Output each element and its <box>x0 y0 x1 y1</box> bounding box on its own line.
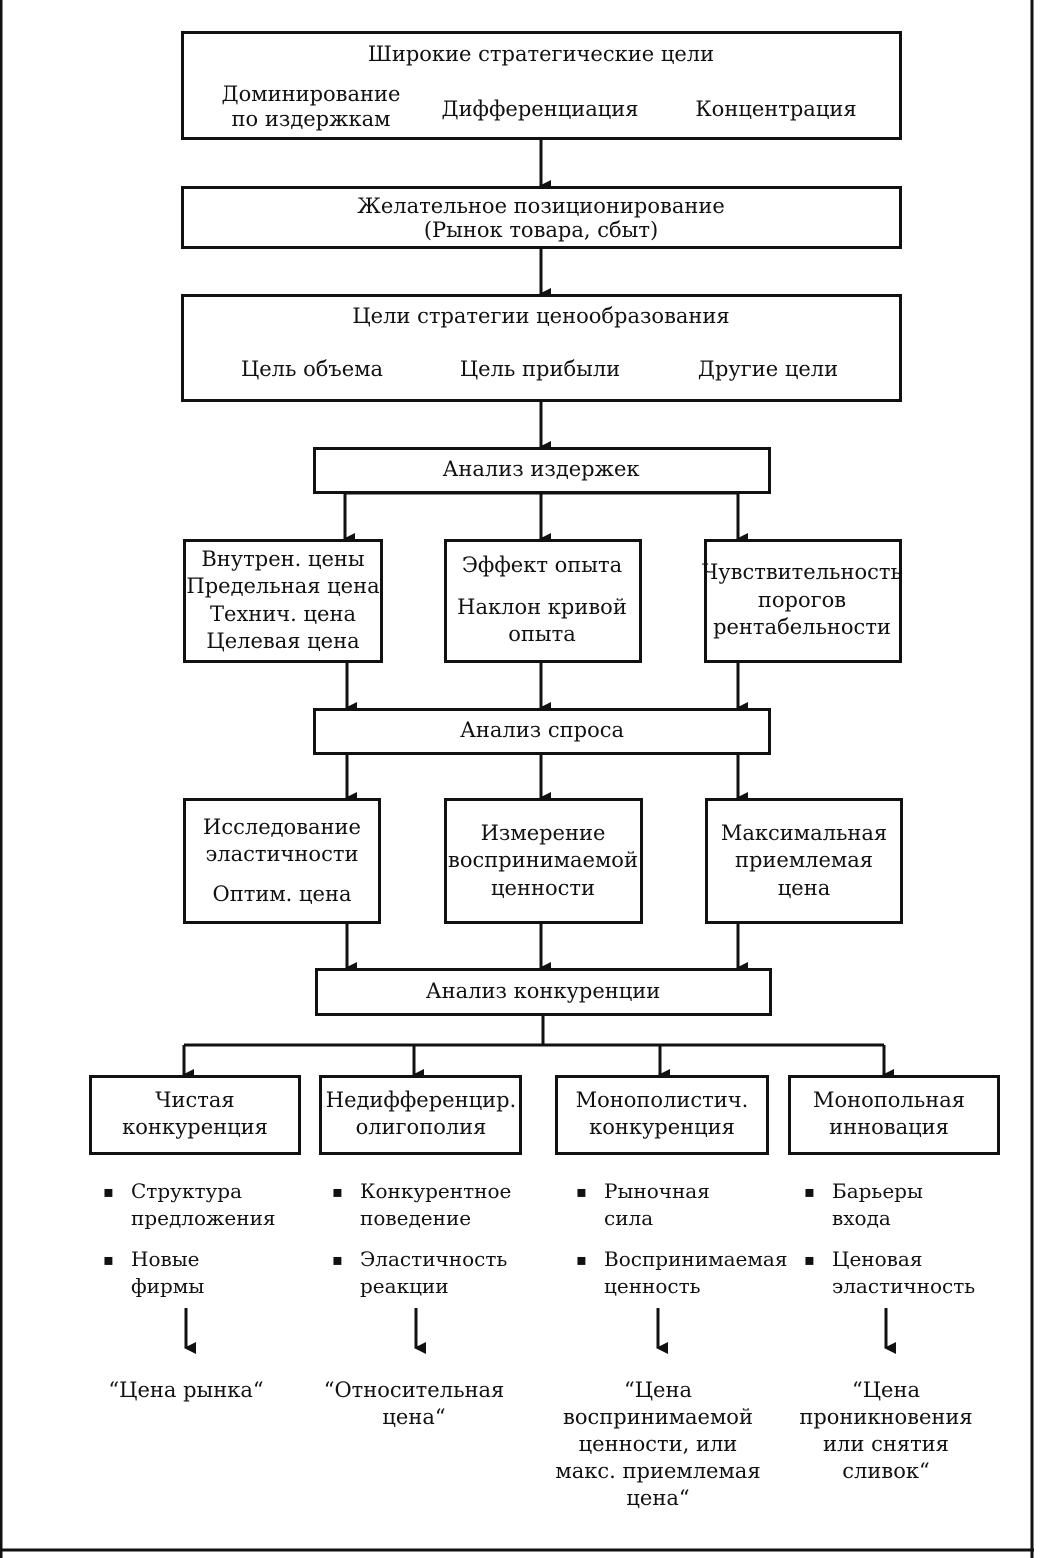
cost-box-1-line-1: Внутрен. цены <box>201 547 365 571</box>
result-3-line-4: макс. приемлемая <box>555 1459 761 1483</box>
demand-box-1-line-2: эластичности <box>205 842 359 866</box>
competition-analysis-box <box>315 968 772 1016</box>
bullet-4-1-line-2: входа <box>832 1206 891 1230</box>
demand-analysis-title: Анализ спроса <box>459 718 625 742</box>
result-2-line-2: цена“ <box>382 1405 446 1429</box>
competition-type-oligopoly <box>319 1075 522 1155</box>
competition-type-2-line-2: олигополия <box>355 1115 487 1139</box>
cost-box-3-line-3: рентабельности <box>713 615 891 639</box>
result-4-line-1: “Цена <box>852 1378 920 1402</box>
bullet-4-1-line-1: Барьеры <box>804 1178 923 1205</box>
competition-type-2-line-1: Недифференцир. <box>325 1088 517 1112</box>
strategic-goals-box <box>181 31 902 140</box>
result-3-line-1: “Цена <box>624 1378 692 1402</box>
bullet-3-2-line-2: ценность <box>604 1274 701 1298</box>
result-4-line-2: проникновения <box>799 1405 973 1429</box>
cost-box-experience-effect <box>444 539 642 663</box>
demand-box-max-acceptable-price <box>705 798 903 924</box>
bullet-2-1-line-2: поведение <box>360 1206 472 1230</box>
cost-box-2-line-2: Наклон кривой <box>457 595 627 619</box>
cost-box-1-line-2: Предельная цена <box>186 574 380 598</box>
goal-profit: Цель прибыли <box>459 357 621 381</box>
bullet-4-2-line-1: Ценовая <box>804 1246 923 1273</box>
pricing-goals-box <box>181 294 902 402</box>
bullet-1-2-line-1: Новые <box>103 1246 199 1273</box>
cost-box-3-line-2: порогов <box>757 588 847 612</box>
cost-box-1-line-3: Технич. цена <box>210 602 356 626</box>
positioning-box <box>181 186 902 249</box>
bullet-1-1-line-2: предложения <box>131 1206 276 1230</box>
result-3-line-3: ценности, или <box>578 1432 738 1456</box>
competition-type-3-line-2: конкуренция <box>589 1115 735 1139</box>
goal-differentiation: Дифференциация <box>441 97 639 121</box>
bullet-1-1-line-1: Структура <box>103 1178 242 1205</box>
bullet-3-1-line-1: Рыночная <box>576 1178 710 1205</box>
competition-type-monopolistic <box>555 1075 769 1155</box>
result-1-line-1: “Цена рынка“ <box>108 1378 264 1402</box>
positioning-line2: (Рынок товара, сбыт) <box>423 218 659 242</box>
cost-box-break-even-sensitivity <box>704 539 902 663</box>
demand-box-3-line-2: приемлемая <box>734 848 874 872</box>
cost-box-3-line-1: Чувствительность <box>702 560 902 584</box>
competition-type-1-line-2: конкуренция <box>122 1115 268 1139</box>
goal-cost-leadership: Доминирование по издержкам <box>221 82 401 131</box>
demand-box-1-line-1: Исследование <box>203 815 361 839</box>
competition-type-4-line-1: Монопольная <box>813 1088 965 1112</box>
cost-box-2-line-1: Эффект опыта <box>461 553 623 577</box>
competition-type-monopoly-innovation <box>788 1075 1000 1155</box>
bullet-3-1-line-2: сила <box>604 1206 654 1230</box>
bullet-4-2-line-2: эластичность <box>832 1274 976 1298</box>
goal-other: Другие цели <box>697 357 839 381</box>
demand-box-2-line-2: воспринимаемой <box>448 848 638 872</box>
demand-box-3-line-1: Максимальная <box>720 821 888 845</box>
demand-box-perceived-value <box>444 798 643 924</box>
demand-box-2-line-3: ценности <box>491 876 595 900</box>
cost-box-internal-prices <box>183 539 383 663</box>
positioning-line1: Желательное позиционирование <box>357 194 725 218</box>
bullet-2-2-line-2: реакции <box>360 1274 449 1298</box>
cost-analysis-box <box>313 447 771 494</box>
competition-type-1-line-1: Чистая <box>155 1088 235 1112</box>
bullet-1-2-line-2: фирмы <box>131 1274 205 1298</box>
demand-box-3-line-3: цена <box>777 876 831 900</box>
bullet-2-2-line-1: Эластичность <box>332 1246 507 1273</box>
competition-analysis-title: Анализ конкуренции <box>425 979 661 1003</box>
cost-analysis-title: Анализ издержек <box>442 457 640 481</box>
competition-type-3-line-1: Монополистич. <box>575 1088 749 1112</box>
competition-type-4-line-2: инновация <box>829 1115 949 1139</box>
result-3-line-5: цена“ <box>626 1486 690 1510</box>
demand-box-1-line-3: Оптим. цена <box>212 882 352 906</box>
competition-type-pure <box>89 1075 301 1155</box>
result-4-line-3: или снятия <box>823 1432 949 1456</box>
demand-box-2-line-1: Измерение <box>480 821 606 845</box>
cost-box-2-line-3: опыта <box>508 622 576 646</box>
demand-analysis-box <box>313 708 771 755</box>
strategic-goals-title: Широкие стратегические цели <box>367 42 715 66</box>
pricing-goals-title: Цели стратегии ценообразования <box>352 304 730 328</box>
bullet-2-1-line-1: Конкурентное <box>332 1178 511 1205</box>
bullet-3-2-line-1: Воспринимаемая <box>576 1246 788 1273</box>
demand-box-elasticity <box>183 798 381 924</box>
result-2-line-1: “Относительная <box>323 1378 505 1402</box>
goal-volume: Цель объема <box>240 357 384 381</box>
result-4-line-4: сливок“ <box>842 1459 930 1483</box>
goal-focus: Концентрация <box>695 97 857 121</box>
cost-box-1-line-4: Целевая цена <box>206 629 360 653</box>
result-3-line-2: воспринимаемой <box>563 1405 753 1429</box>
